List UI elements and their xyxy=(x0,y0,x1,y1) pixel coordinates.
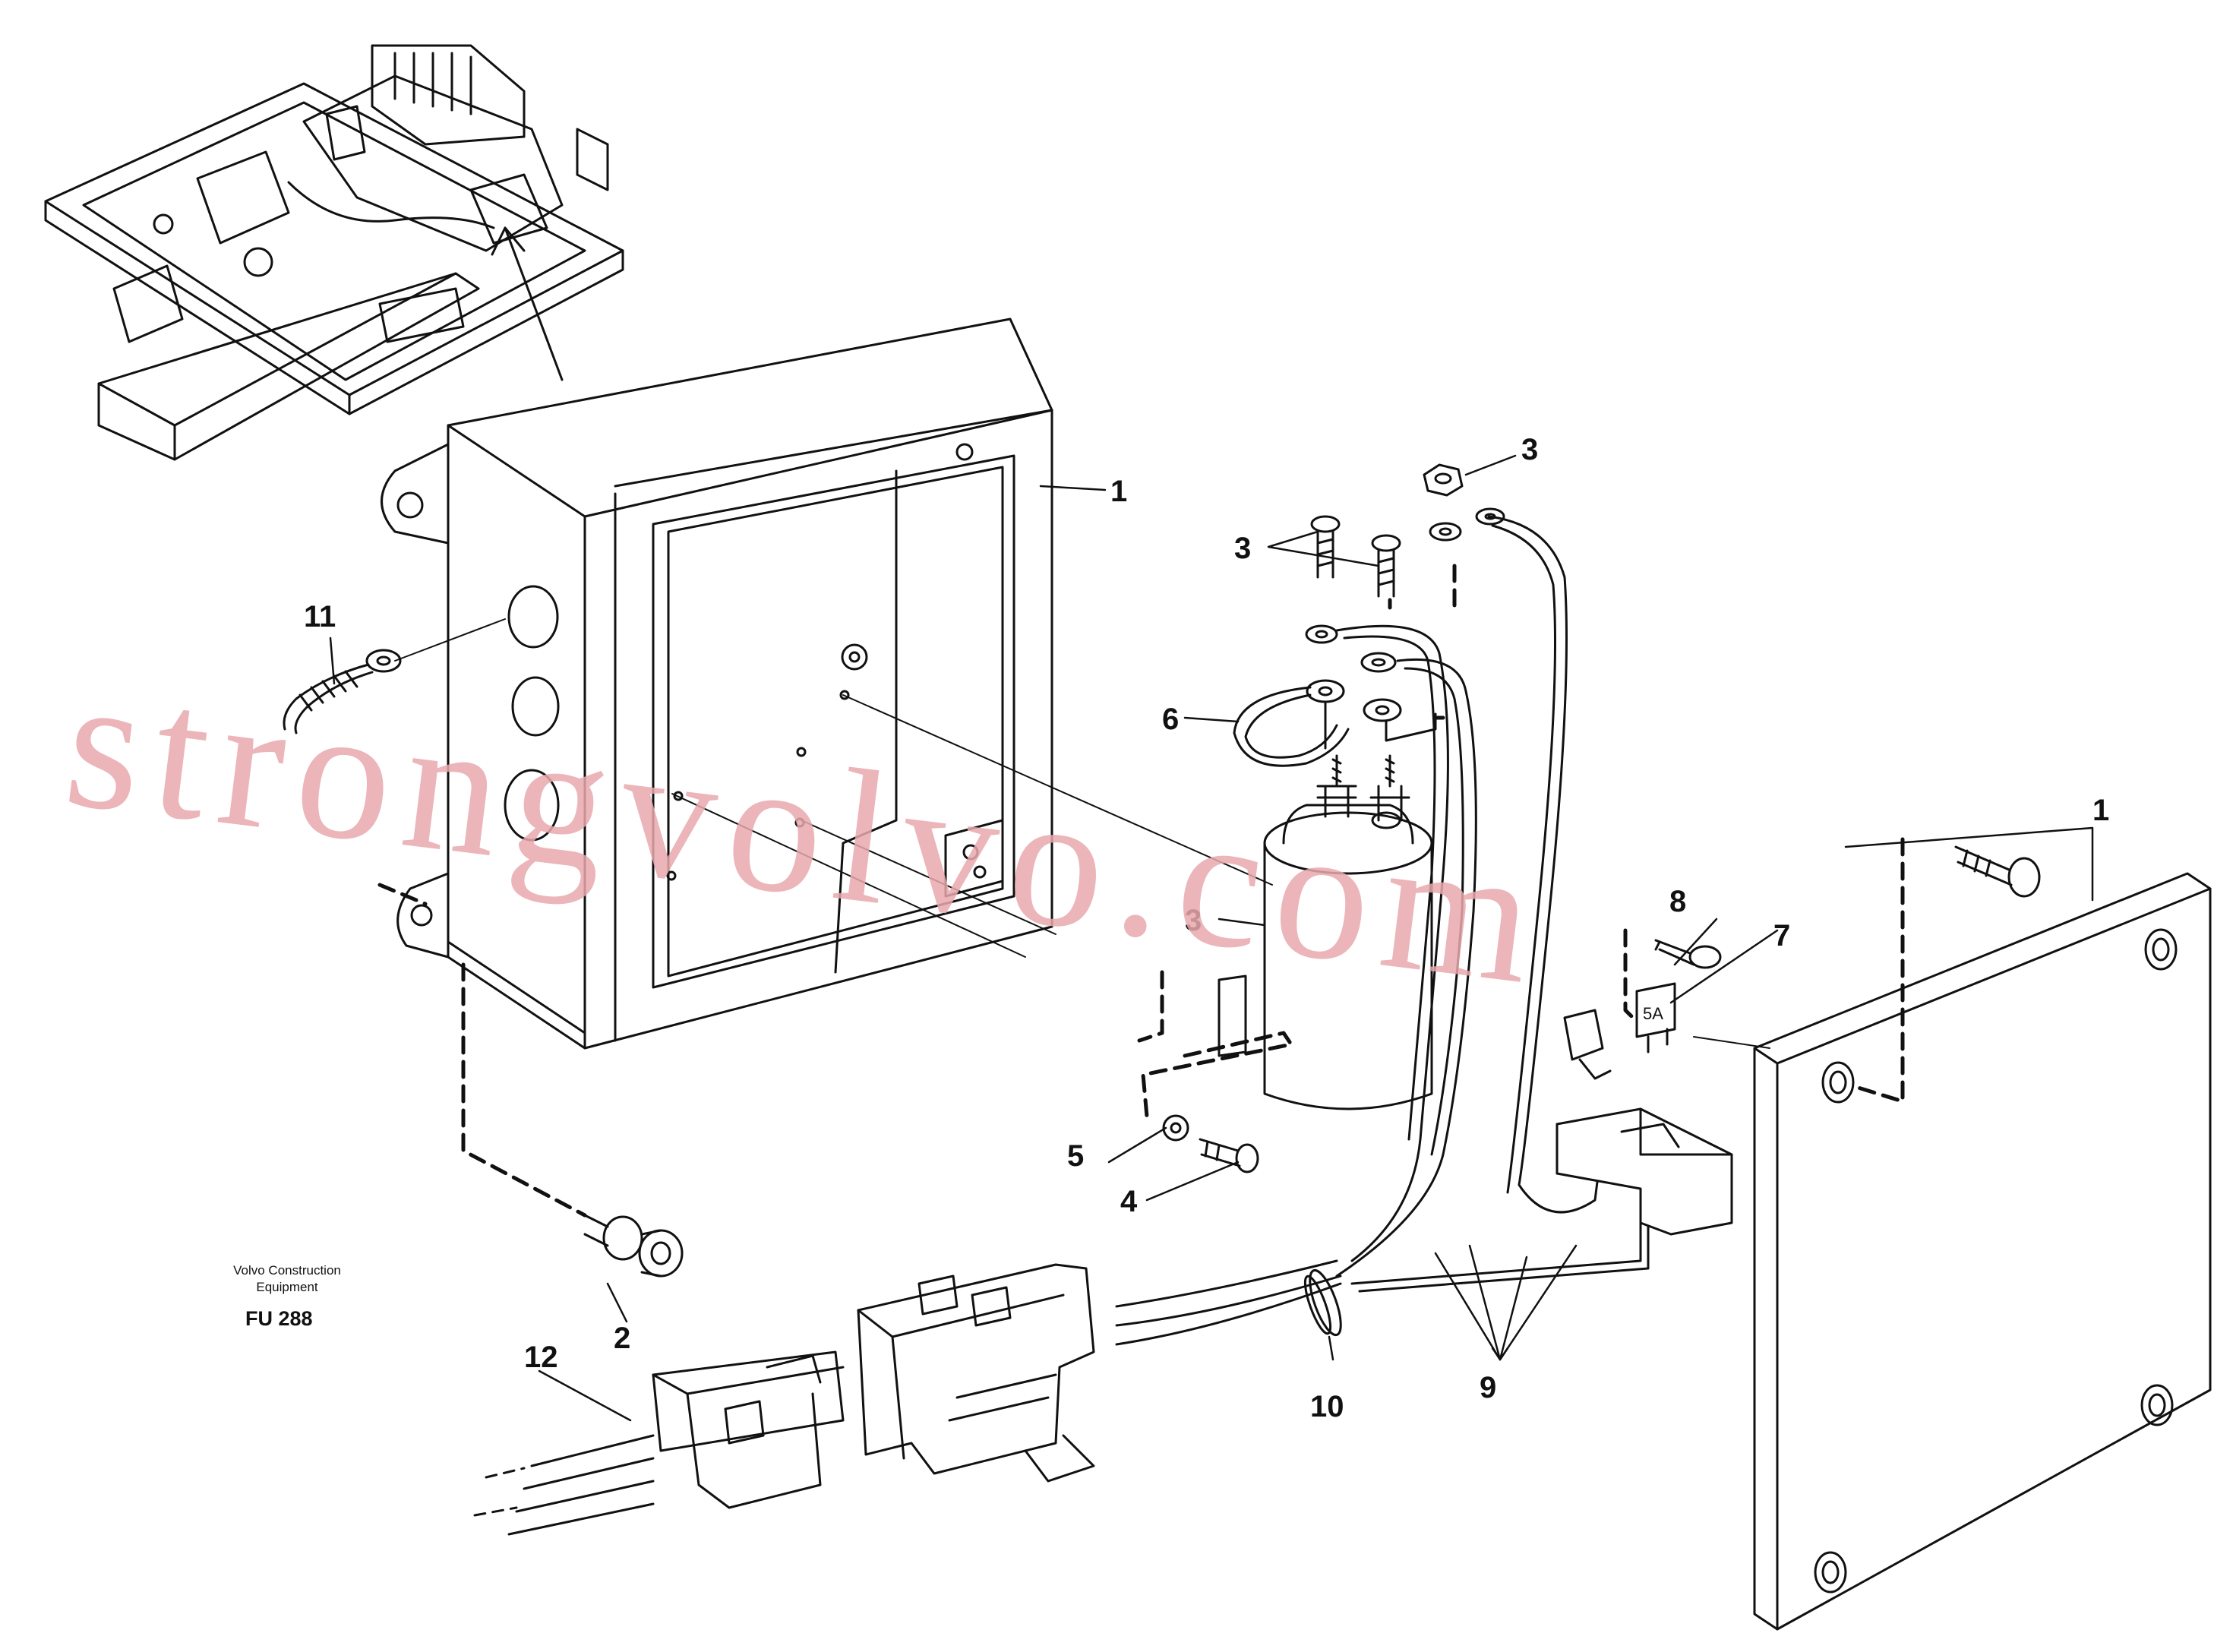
figure-code: FU 288 xyxy=(245,1307,313,1330)
callout-3-relay: 3 xyxy=(1185,904,1202,937)
cable-tie xyxy=(1303,1268,1342,1337)
fuse-rating-label: 5A xyxy=(1643,1004,1663,1023)
bolt-2 xyxy=(583,1214,684,1278)
callout-11: 11 xyxy=(304,600,336,633)
publisher-credit-line2: Equipment xyxy=(256,1280,318,1294)
publisher-credit-line1: Volvo Construction xyxy=(233,1263,341,1278)
callout-9: 9 xyxy=(1480,1371,1496,1404)
relay xyxy=(1218,754,1433,1110)
callout-2: 2 xyxy=(614,1322,630,1355)
dashed-assembly-lines xyxy=(377,564,1905,1218)
washer-5 xyxy=(1162,1114,1189,1142)
screws xyxy=(1305,515,1401,673)
electrical-box xyxy=(381,317,1053,1050)
cover-screw xyxy=(1954,845,2041,898)
callout-4: 4 xyxy=(1120,1185,1138,1218)
screw-4 xyxy=(1199,1138,1259,1173)
nut-and-washer xyxy=(1423,463,1505,542)
callout-10: 10 xyxy=(1310,1390,1344,1423)
loop-terminal xyxy=(1233,679,1437,767)
callout-3-screws: 3 xyxy=(1234,532,1251,565)
fuse-holder xyxy=(1555,1009,1733,1236)
fuse xyxy=(1635,982,1676,1053)
callout-1-box: 1 xyxy=(1110,475,1127,508)
callout-6: 6 xyxy=(1162,703,1179,736)
wire-harness xyxy=(1115,515,1650,1346)
callouts: 1 1 2 3 3 3 4 5 6 7 8 9 10 11 12 xyxy=(304,433,2109,1423)
callout-5: 5 xyxy=(1067,1139,1084,1173)
assembly-lines xyxy=(394,618,1770,1049)
callout-12: 12 xyxy=(524,1341,558,1374)
leader-lines xyxy=(329,454,2094,1422)
overview-inset xyxy=(44,44,624,461)
cover-plate xyxy=(1753,872,2212,1631)
connector-housing xyxy=(473,1263,1095,1536)
callout-3-nut: 3 xyxy=(1521,433,1538,466)
screw-8 xyxy=(1654,939,1722,969)
callout-7: 7 xyxy=(1773,919,1790,952)
wire-end-11 xyxy=(283,649,402,734)
callout-1-cover: 1 xyxy=(2092,794,2109,827)
callout-8: 8 xyxy=(1669,885,1686,918)
